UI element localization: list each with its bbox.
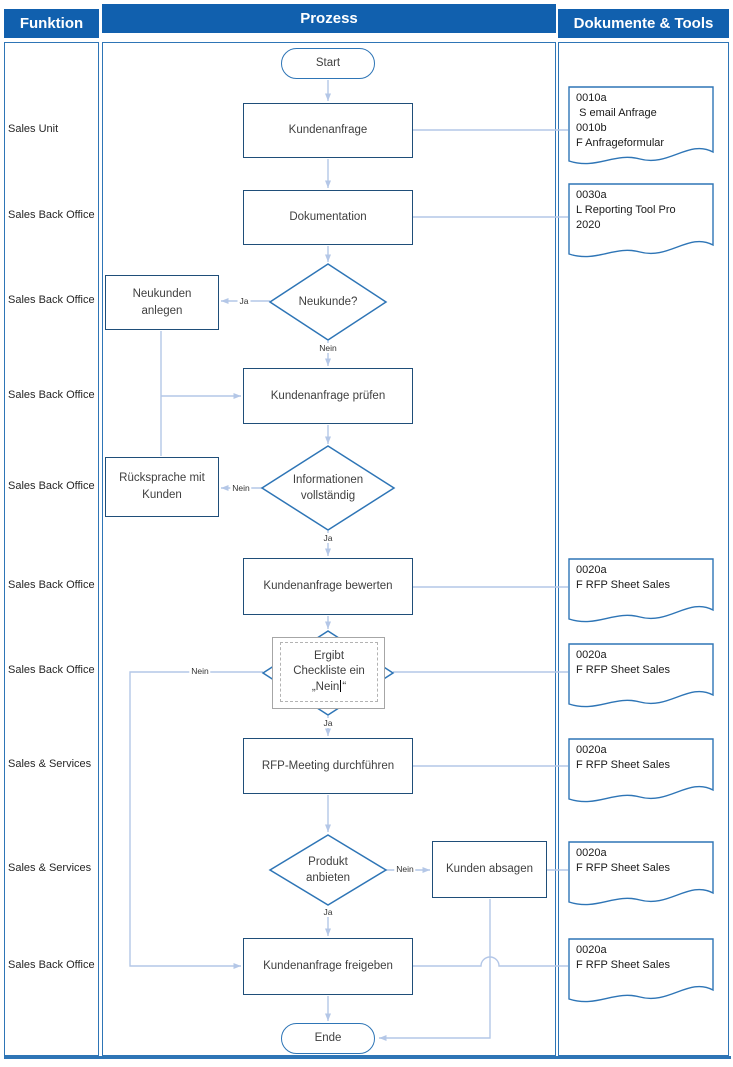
column-header-funktion-label: Funktion xyxy=(19,15,84,32)
edge-label-ja-checkliste: Ja xyxy=(321,718,335,728)
column-header-dokumente: Dokumente & Tools xyxy=(558,9,729,38)
document-shape xyxy=(568,86,714,165)
lane-label-row4: Sales Back Office xyxy=(8,389,95,401)
start-node[interactable]: Start xyxy=(281,48,375,79)
checkliste-line3: „Nein“ xyxy=(311,679,347,696)
rfp-meeting-label: RFP-Meeting durchführen xyxy=(261,759,395,772)
ruecksprache-process[interactable]: Rücksprache mit Kunden xyxy=(105,457,219,517)
document-rfp-sheet-3-text: 0020a F RFP Sheet Sales xyxy=(576,744,670,771)
lane-label-row10: Sales Back Office xyxy=(8,959,95,971)
lane-funktion xyxy=(4,42,99,1056)
ende-label: Ende xyxy=(314,1032,342,1045)
edge-label-ja-produkt: Ja xyxy=(321,907,335,917)
ende-node[interactable]: Ende xyxy=(281,1023,375,1054)
ruecksprache-label: Rücksprache mit Kunden xyxy=(119,472,205,501)
document-rfp-sheet-4[interactable]: 0020a F RFP Sheet Sales xyxy=(568,841,714,913)
document-shape xyxy=(568,738,714,803)
lane-label-row3: Sales Back Office xyxy=(8,294,95,306)
document-shape xyxy=(568,183,714,258)
document-reporting-tool[interactable]: 0030a L Reporting Tool Pro 2020 xyxy=(568,183,714,267)
lane-label-row5: Sales Back Office xyxy=(8,480,95,492)
document-rfp-sheet-2[interactable]: 0020a F RFP Sheet Sales xyxy=(568,643,714,715)
informationen-vollstaendig-label: Informationen vollständig xyxy=(292,473,364,502)
lane-prozess xyxy=(102,42,556,1056)
document-email-anfrage-text: 0010a S email Anfrage 0010b F Anfragefor… xyxy=(576,92,665,149)
lane-label-row9: Sales & Services xyxy=(8,862,92,874)
column-header-prozess: Prozess xyxy=(102,4,556,33)
kundenanfrage-freigeben-label: Kundenanfrage freigeben xyxy=(263,960,393,973)
produkt-anbieten-label: Produkt anbieten xyxy=(305,855,351,884)
kundenanfrage-process[interactable]: Kundenanfrage xyxy=(243,103,413,158)
document-rfp-sheet-2-text: 0020a F RFP Sheet Sales xyxy=(576,649,670,676)
lane-label-row1: Sales Unit xyxy=(8,123,59,135)
neukunden-anlegen-label: Neukunden anlegen xyxy=(132,287,192,317)
frame-bottom-border xyxy=(4,1056,731,1059)
kundenanfrage-freigeben-process[interactable]: Kundenanfrage freigeben xyxy=(243,938,413,995)
kundenanfrage-bewerten-label: Kundenanfrage bewerten xyxy=(263,580,393,593)
edge-label-ja-neukunde: Ja xyxy=(237,296,251,306)
kundenanfrage-pruefen-label: Kundenanfrage prüfen xyxy=(270,389,386,402)
produkt-anbieten-decision[interactable]: Produkt anbieten xyxy=(268,833,388,907)
start-label: Start xyxy=(315,57,341,70)
edge-label-nein-info: Nein xyxy=(230,483,252,493)
informationen-vollstaendig-decision[interactable]: Informationen vollständig xyxy=(260,444,396,532)
document-rfp-sheet-3[interactable]: 0020a F RFP Sheet Sales xyxy=(568,738,714,810)
document-rfp-sheet-4-text: 0020a F RFP Sheet Sales xyxy=(576,847,670,874)
kunden-absagen-label: Kunden absagen xyxy=(446,863,533,876)
lane-label-row7: Sales Back Office xyxy=(8,664,95,676)
kunden-absagen-process[interactable]: Kunden absagen xyxy=(432,841,547,898)
dokumentation-process[interactable]: Dokumentation xyxy=(243,190,413,245)
checkliste-line3-post: “ xyxy=(342,680,347,693)
document-rfp-sheet-5[interactable]: 0020a F RFP Sheet Sales xyxy=(568,938,714,1010)
lane-label-row2: Sales Back Office xyxy=(8,209,95,221)
rfp-meeting-process[interactable]: RFP-Meeting durchführen xyxy=(243,738,413,794)
document-shape xyxy=(568,558,714,623)
informationen-diamond-shape xyxy=(260,445,396,531)
edge-label-nein-produkt: Nein xyxy=(394,864,416,874)
document-shape xyxy=(568,938,714,1003)
produkt-anbieten-diamond-shape xyxy=(268,834,388,906)
edge-label-nein-checkliste: Nein xyxy=(189,666,211,676)
checkliste-textbox[interactable]: Ergibt Checkliste ein „Nein“ xyxy=(280,642,378,702)
column-header-funktion: Funktion xyxy=(4,9,99,38)
neukunde-decision[interactable]: Neukunde? xyxy=(268,262,388,342)
document-shape xyxy=(568,841,714,906)
column-header-dokumente-label: Dokumente & Tools xyxy=(573,15,714,32)
neukunde-label: Neukunde? xyxy=(298,295,358,308)
column-header-prozess-label: Prozess xyxy=(300,10,358,27)
neukunden-anlegen-process[interactable]: Neukunden anlegen xyxy=(105,275,219,330)
document-email-anfrage[interactable]: 0010a S email Anfrage 0010b F Anfragefor… xyxy=(568,86,714,174)
neukunde-diamond-shape xyxy=(268,263,388,341)
kundenanfrage-bewerten-process[interactable]: Kundenanfrage bewerten xyxy=(243,558,413,615)
checkliste-line1: Ergibt xyxy=(313,649,345,662)
checkliste-line2: Checkliste ein xyxy=(293,665,365,678)
document-rfp-sheet-1[interactable]: 0020a F RFP Sheet Sales xyxy=(568,558,714,630)
document-rfp-sheet-5-text: 0020a F RFP Sheet Sales xyxy=(576,944,670,971)
dokumentation-label: Dokumentation xyxy=(289,211,367,224)
edge-label-ja-info: Ja xyxy=(321,533,335,543)
text-cursor xyxy=(340,679,342,692)
lane-label-row8: Sales & Services xyxy=(8,758,92,770)
checkliste-line3-pre: „Nein xyxy=(311,680,340,693)
kundenanfrage-label: Kundenanfrage xyxy=(288,124,368,137)
checkliste-selection-box[interactable] xyxy=(272,637,385,709)
document-shape xyxy=(568,643,714,708)
document-reporting-tool-text: 0030a L Reporting Tool Pro 2020 xyxy=(576,189,676,231)
edge-label-nein-neukunde: Nein xyxy=(317,343,339,353)
document-rfp-sheet-1-text: 0020a F RFP Sheet Sales xyxy=(576,564,670,591)
kundenanfrage-pruefen-process[interactable]: Kundenanfrage prüfen xyxy=(243,368,413,424)
lane-dokumente xyxy=(558,42,729,1056)
lane-label-row6: Sales Back Office xyxy=(8,579,95,591)
